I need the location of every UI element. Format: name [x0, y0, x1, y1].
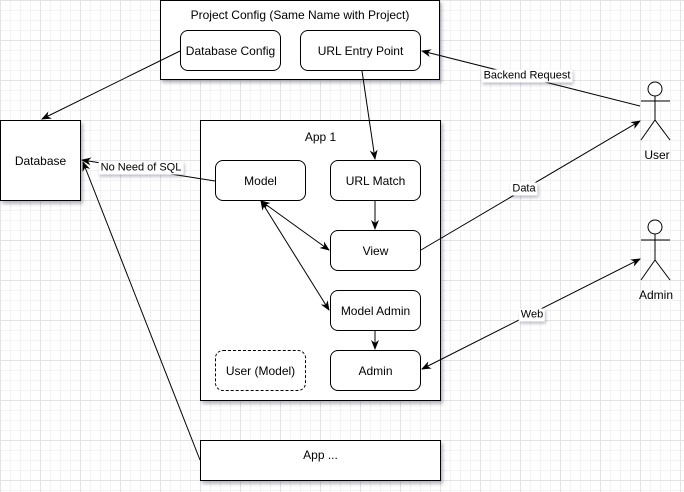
database-config-node[interactable]: Database Config [180, 30, 281, 71]
app1-title: App 1 [304, 130, 337, 144]
url-entry-point-label: URL Entry Point [317, 43, 404, 58]
database-label: Database [14, 153, 67, 168]
user-actor-icon[interactable] [640, 81, 671, 141]
model-admin-label: Model Admin [340, 303, 411, 318]
user-model-label: User (Model) [225, 363, 296, 378]
app-more-title: App ... [303, 448, 338, 462]
url-entry-point-node[interactable]: URL Entry Point [300, 30, 421, 71]
edge-model-modeladmin [260, 200, 330, 311]
admin-actor-label: Admin [638, 288, 674, 302]
database-node[interactable]: Database [0, 120, 81, 201]
user-actor-label: User [644, 148, 670, 162]
view-label: View [362, 243, 389, 258]
url-match-node[interactable]: URL Match [330, 160, 421, 201]
model-label: Model [244, 173, 277, 188]
model-admin-node[interactable]: Model Admin [330, 290, 421, 331]
edge-dbconfig-to-database [41, 50, 181, 120]
user-model-node[interactable]: User (Model) [215, 350, 306, 391]
edge-model-view [260, 200, 330, 251]
admin-actor-icon[interactable] [640, 219, 671, 281]
database-config-label: Database Config [185, 43, 276, 58]
view-node[interactable]: View [330, 230, 421, 271]
edge-label-web: Web [518, 308, 546, 322]
edge-label-no-need-sql: No Need of SQL [98, 161, 184, 175]
admin-node[interactable]: Admin [330, 350, 421, 391]
admin-label: Admin [358, 363, 393, 378]
model-node[interactable]: Model [215, 160, 306, 201]
edge-label-backend-request: Backend Request [481, 69, 573, 83]
project-config-title: Project Config (Same Name with Project) [190, 8, 410, 22]
edge-app-more-to-database [82, 161, 201, 461]
app-more-container[interactable]: App ... [200, 440, 441, 481]
url-match-label: URL Match [345, 173, 406, 188]
edge-label-data: Data [510, 182, 538, 196]
edge-url-entry-to-url-match [361, 70, 378, 160]
